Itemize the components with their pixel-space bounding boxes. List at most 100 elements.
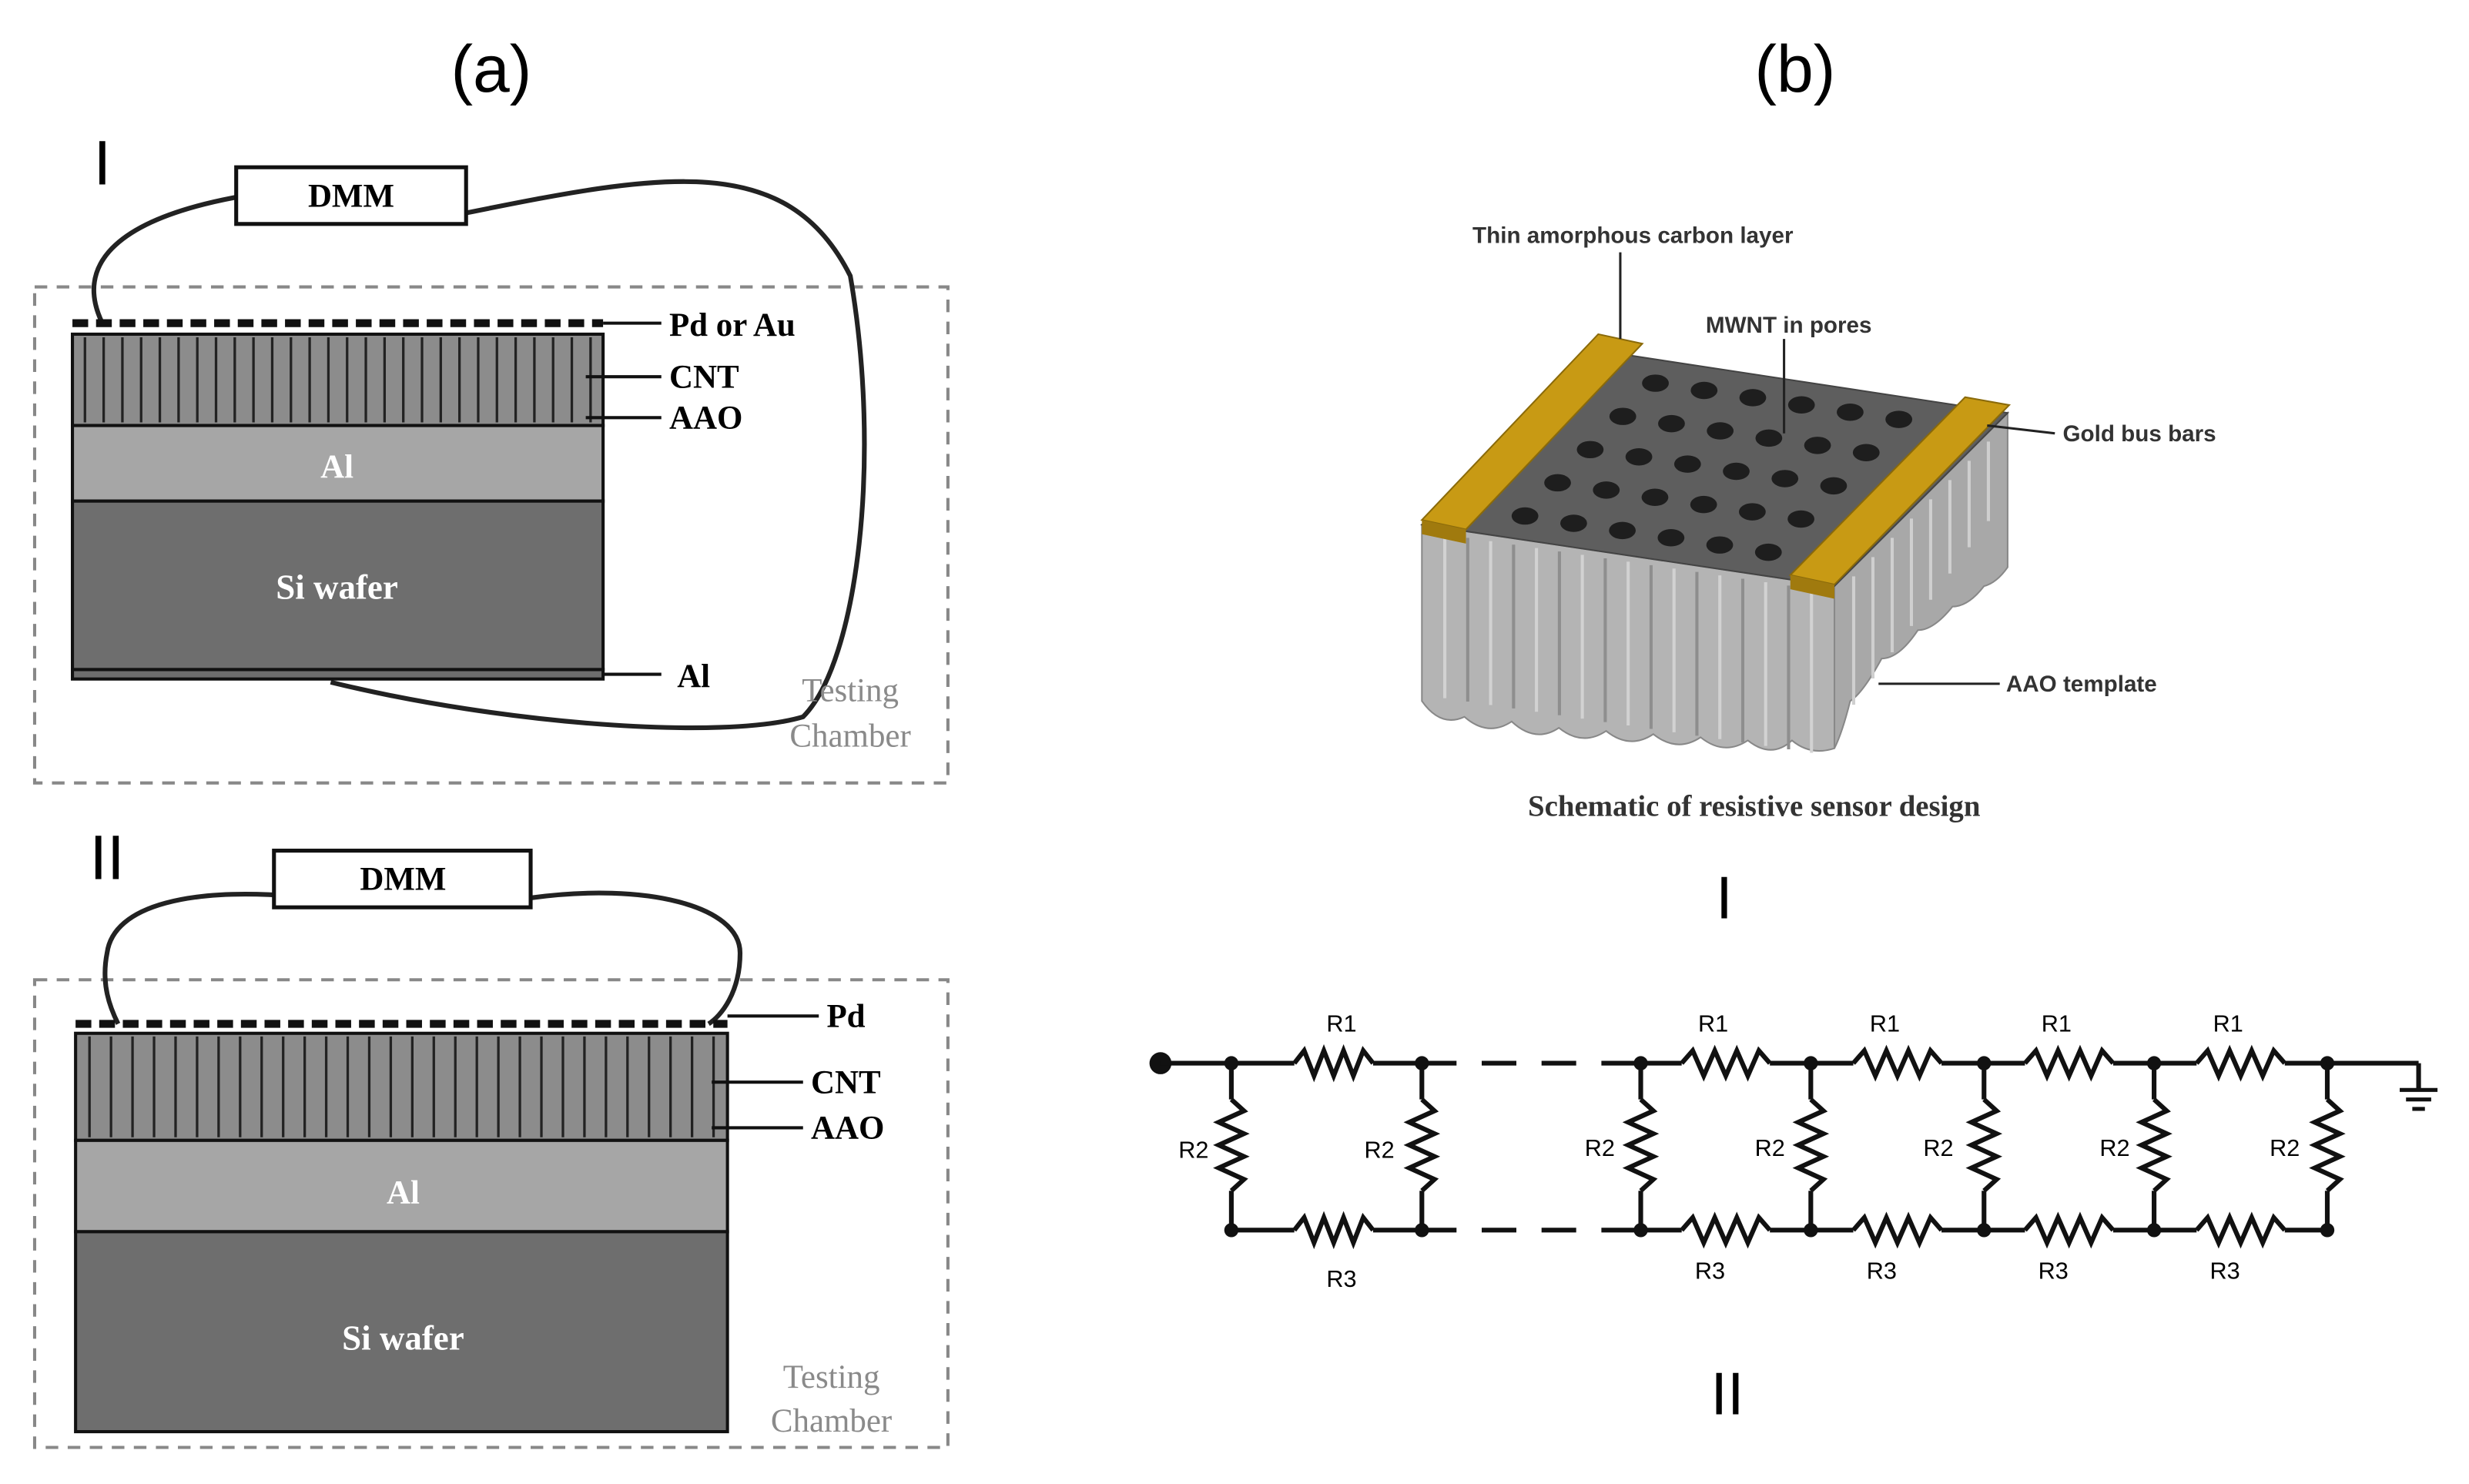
roman-label-b-I: I	[1716, 866, 1733, 932]
gold-bus-bar-left	[1420, 333, 1644, 531]
mwnt-pore	[1609, 407, 1637, 425]
chamber-label-line1-I: Testing	[802, 672, 899, 709]
label-R1: R1	[1326, 1011, 1356, 1037]
subfigure-a-I: I DMM Al Si wafer Pd or Au CNT AAO Al Te…	[32, 129, 950, 785]
resistor-R1	[2023, 1044, 2116, 1082]
al-layer-label-II: Al	[387, 1175, 420, 1211]
resistor-R3	[1292, 1211, 1375, 1250]
mwnt-pore	[1755, 429, 1783, 447]
label-R1: R1	[1698, 1011, 1728, 1037]
si-wafer-label-I: Si wafer	[276, 568, 398, 606]
mwnt-pore	[1787, 510, 1814, 528]
circuit-node	[1977, 1223, 1992, 1238]
circuit-node	[1633, 1223, 1648, 1238]
cnt-aao-region-I	[71, 332, 605, 427]
mwnt-pore	[1804, 437, 1831, 454]
circuit-node	[2320, 1223, 2335, 1238]
gold-bus-bar-right-edge	[1790, 575, 1835, 599]
circuit-node	[2146, 1223, 2162, 1238]
wire-left-II	[102, 892, 313, 1025]
roman-label-a-II: II	[89, 822, 124, 893]
mwnt-pore	[1544, 474, 1571, 492]
roman-label-a-I: I	[94, 129, 112, 199]
dmm-meter-II	[272, 849, 533, 909]
circuit-node	[2146, 1056, 2162, 1070]
testing-chamber-box-II	[32, 978, 950, 1449]
resistor-R2	[1213, 1097, 1250, 1193]
cnt-lines-I	[83, 337, 592, 423]
label-R1: R1	[2042, 1011, 2072, 1037]
label-al-bottom-I: Al	[677, 658, 710, 695]
resistor-R2	[2309, 1097, 2346, 1193]
mwnt-pore	[1707, 422, 1734, 440]
sensor-schematic: Thin amorphous carbon layer MWNT in pore…	[1420, 223, 2216, 823]
label-R2: R2	[1923, 1135, 1953, 1161]
label-cnt-II: CNT	[811, 1064, 881, 1100]
chamber-label-line1-II: Testing	[783, 1359, 880, 1395]
wire-right-II	[530, 890, 743, 1027]
mwnt-pore	[1706, 536, 1734, 554]
callout-carbon-layer: Thin amorphous carbon layer	[1472, 223, 1794, 248]
mwnt-pore	[1657, 529, 1685, 547]
circuit-node	[1224, 1223, 1239, 1238]
mwnt-pore	[1673, 455, 1701, 473]
si-wafer-label-II: Si wafer	[342, 1319, 464, 1358]
label-R2: R2	[1755, 1135, 1785, 1161]
label-R3: R3	[1867, 1258, 1897, 1285]
label-aao-I: AAO	[669, 400, 742, 437]
label-R1: R1	[2213, 1011, 2243, 1037]
mwnt-pore	[1837, 403, 1864, 421]
mwnt-pore	[1560, 514, 1587, 532]
resistor-R1	[2194, 1044, 2287, 1082]
resistor-R2	[1622, 1097, 1660, 1193]
resistor-R3	[1851, 1211, 1944, 1249]
circuit-node	[1804, 1056, 1818, 1070]
callout-aao-template: AAO template	[2006, 672, 2157, 697]
resistor-R3	[1680, 1211, 1772, 1249]
mwnt-pore	[1739, 503, 1766, 521]
sensor-caption: Schematic of resistive sensor design	[1528, 790, 1980, 823]
label-pd-II: Pd	[826, 999, 865, 1035]
circuit-node	[1977, 1056, 1992, 1070]
mwnt-pore	[1771, 470, 1799, 487]
wire-left-I	[91, 195, 237, 324]
resistor-R3	[2194, 1211, 2287, 1249]
label-R2: R2	[1585, 1135, 1615, 1161]
resistor-R3	[2023, 1211, 2116, 1249]
label-R3: R3	[1326, 1266, 1356, 1292]
label-R2: R2	[1178, 1137, 1208, 1163]
mwnt-pore	[1690, 381, 1718, 400]
mwnt-pore	[1642, 374, 1669, 392]
mwnt-pores	[1511, 374, 1913, 561]
callout-gold-bus-bars: Gold bus bars	[2062, 421, 2216, 447]
gold-bus-bar-left-edge	[1422, 520, 1466, 544]
resistor-R2	[2136, 1097, 2173, 1193]
al-layer-II	[74, 1138, 729, 1234]
mwnt-pore	[1852, 444, 1880, 461]
resistor-R2	[1792, 1097, 1830, 1193]
chamber-label-line2-II: Chamber	[771, 1403, 892, 1439]
mwnt-pore	[1576, 441, 1604, 459]
callout-mwnt-pores: MWNT in pores	[1706, 313, 1872, 338]
subfigure-a-II: II DMM Al Si wafer Pd CNT AAO Testing Ch…	[32, 822, 950, 1449]
si-wafer-II	[74, 1230, 729, 1434]
mwnt-pore	[1787, 396, 1815, 414]
label-R1: R1	[1870, 1011, 1900, 1037]
callout-line-gold	[1987, 424, 2055, 435]
label-R2: R2	[2099, 1135, 2129, 1161]
aao-right-face	[1833, 410, 2008, 749]
label-R3: R3	[1695, 1258, 1725, 1285]
label-R2: R2	[1365, 1137, 1395, 1163]
dmm-meter-I	[234, 165, 468, 226]
dmm-label-II: DMM	[360, 862, 446, 898]
mwnt-pore	[1609, 521, 1636, 540]
circuit-node	[1224, 1056, 1239, 1070]
resistor-R1	[1292, 1043, 1375, 1083]
mwnt-pore	[1723, 462, 1750, 481]
resistor-R1	[1680, 1044, 1772, 1082]
mwnt-pore	[1641, 488, 1669, 506]
aao-column-ridges	[1443, 441, 1990, 753]
mwnt-pore	[1885, 410, 1913, 428]
